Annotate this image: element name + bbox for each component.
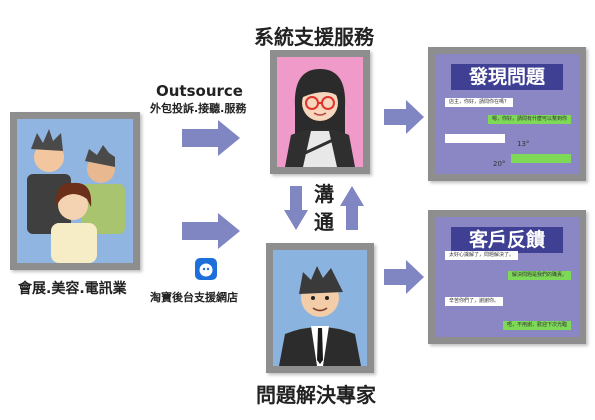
chat-message-blank	[445, 134, 505, 143]
arrow-down-icon	[284, 186, 308, 230]
taobao-app-icon[interactable]	[195, 258, 217, 280]
expert-photo-frame	[266, 243, 374, 373]
temperature-reading: 13°	[517, 140, 530, 148]
problem-expert-title: 問題解決專家	[256, 383, 376, 407]
chat-message-blank	[511, 154, 571, 163]
chat-message: 店主，你好，請問你在嗎？	[445, 98, 514, 107]
arrow-right-icon	[384, 100, 424, 134]
outsource-title: Outsource	[156, 82, 243, 100]
communicate-char-2: 通	[314, 210, 334, 234]
chat-message: 太好心識解了，問題解決了。	[445, 251, 519, 260]
chat-message: 辛苦你們了，謝謝你。	[445, 297, 504, 306]
chat-feedback-screen: 客戶反饋 太好心識解了，問題解決了。 解決問題是我們的職責。 辛苦你們了，謝謝你…	[435, 217, 579, 337]
chat-message: 唔，不用謝，歡迎下次光臨	[502, 321, 571, 330]
group-people-icon	[17, 119, 133, 263]
outsource-subtitle: 外包投訴.接聽.服務	[150, 102, 247, 115]
arrow-right-icon	[384, 260, 424, 294]
temperature-reading: 20°	[493, 160, 506, 168]
chat-discover-screen: 發現問題 店主，你好，請問你在嗎？ 嗯，你好，請問有什麼可以幫到你 13° 20…	[435, 54, 579, 174]
agent-photo-frame	[270, 50, 370, 174]
business-expert-icon	[273, 250, 367, 366]
arrow-right-icon	[182, 213, 240, 249]
communicate-char-1: 溝	[314, 182, 334, 206]
chat-feedback-title: 客戶反饋	[451, 227, 563, 253]
arrow-right-icon	[182, 120, 240, 156]
chat-discover-title: 發現問題	[451, 64, 563, 90]
chat-message: 嗯，你好，請問有什麼可以幫到你	[487, 115, 571, 124]
arrow-up-icon	[340, 186, 364, 230]
industries-label: 會展.美容.電訊業	[18, 281, 127, 297]
chat-feedback-frame: 客戶反饋 太好心識解了，問題解決了。 解決問題是我們的職責。 辛苦你們了，謝謝你…	[428, 210, 586, 344]
customer-service-agent-icon	[277, 57, 363, 167]
taobao-label: 淘寶後台支援網店	[150, 291, 238, 304]
group-photo-frame	[10, 112, 140, 270]
system-support-title: 系統支援服務	[254, 25, 374, 49]
chat-discover-frame: 發現問題 店主，你好，請問你在嗎？ 嗯，你好，請問有什麼可以幫到你 13° 20…	[428, 47, 586, 181]
chat-message: 解決問題是我們的職責。	[507, 271, 571, 280]
